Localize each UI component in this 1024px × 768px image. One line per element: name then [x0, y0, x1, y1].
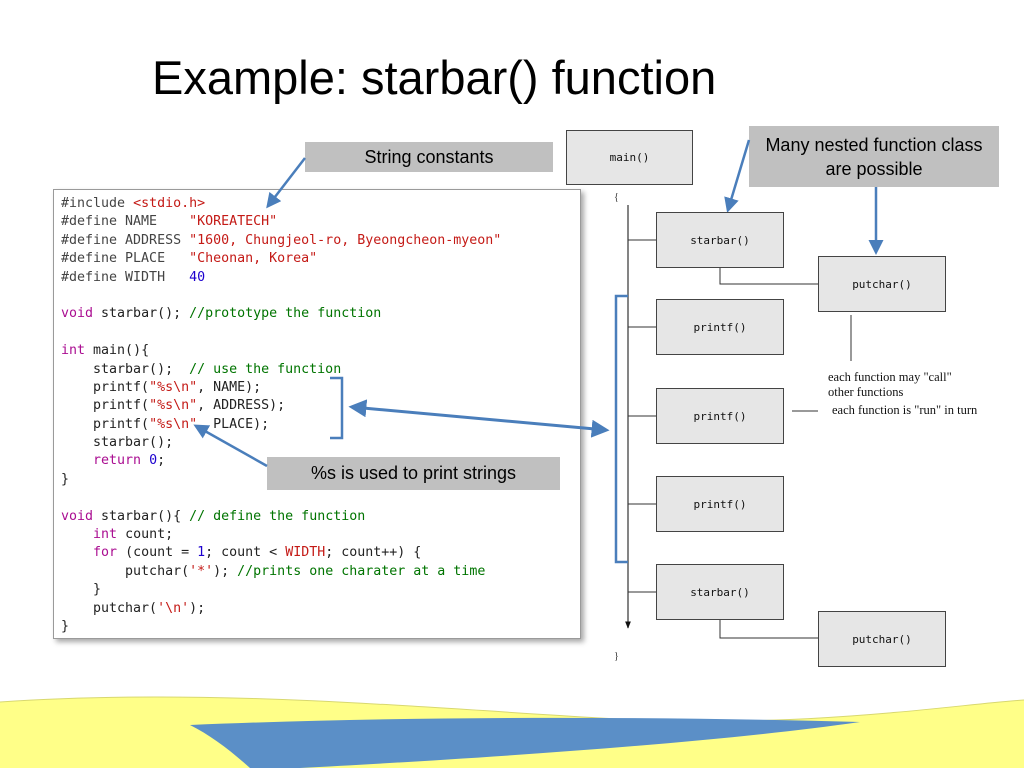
- note-other-functions: other functions: [828, 385, 904, 399]
- box-printf: printf(): [656, 476, 784, 532]
- code-line: #include <stdio.h>: [61, 196, 206, 211]
- code-line: for (count = 1; count < WIDTH; count++) …: [93, 545, 422, 561]
- code-line: starbar(); // use the function: [61, 361, 342, 377]
- code-line: starbar();: [61, 435, 174, 451]
- code-line: }: [61, 618, 70, 634]
- code-line: return 0;: [93, 453, 166, 469]
- code-line: printf("%s\n", NAME);: [61, 379, 262, 395]
- callout-nested-calls: Many nested function class are possible: [749, 126, 999, 187]
- code-line: printf("%s\n", PLACE);: [61, 416, 270, 432]
- box-starbar: starbar(): [656, 564, 784, 620]
- callout-string-constants: String constants: [305, 142, 553, 172]
- box-starbar: starbar(): [656, 212, 784, 268]
- code-line: #define NAME "KOREATECH": [61, 214, 278, 230]
- slide-title: Example: starbar() function: [152, 51, 717, 104]
- note-call: each function may "call": [828, 370, 952, 384]
- box-putchar: putchar(): [818, 611, 946, 667]
- box-main: main(): [566, 130, 693, 185]
- code-line: #define ADDRESS "1600, Chungjeol-ro, Bye…: [61, 232, 502, 248]
- code-line: }: [61, 471, 70, 487]
- code-line: void starbar(){ // define the function: [61, 508, 366, 524]
- code-line: putchar('*'); //prints one charater at a…: [61, 563, 486, 579]
- code-line: #define PLACE "Cheonan, Korea": [61, 251, 318, 267]
- open-brace: {: [614, 192, 619, 203]
- close-brace: }: [614, 651, 619, 662]
- box-printf: printf(): [656, 299, 784, 355]
- code-line: int count;: [93, 527, 174, 543]
- code-line: putchar('\n');: [61, 600, 206, 616]
- code-line: }: [61, 582, 102, 598]
- code-line: printf("%s\n", ADDRESS);: [61, 398, 286, 414]
- code-line: void starbar(); //prototype the function: [61, 306, 382, 322]
- box-printf: printf(): [656, 388, 784, 444]
- code-line: int main(){: [61, 343, 150, 359]
- box-putchar: putchar(): [818, 256, 946, 312]
- note-run-in-turn: each function is "run" in turn: [832, 403, 978, 417]
- code-line: #define WIDTH 40: [61, 269, 206, 285]
- callout-percent-s: %s is used to print strings: [267, 457, 560, 490]
